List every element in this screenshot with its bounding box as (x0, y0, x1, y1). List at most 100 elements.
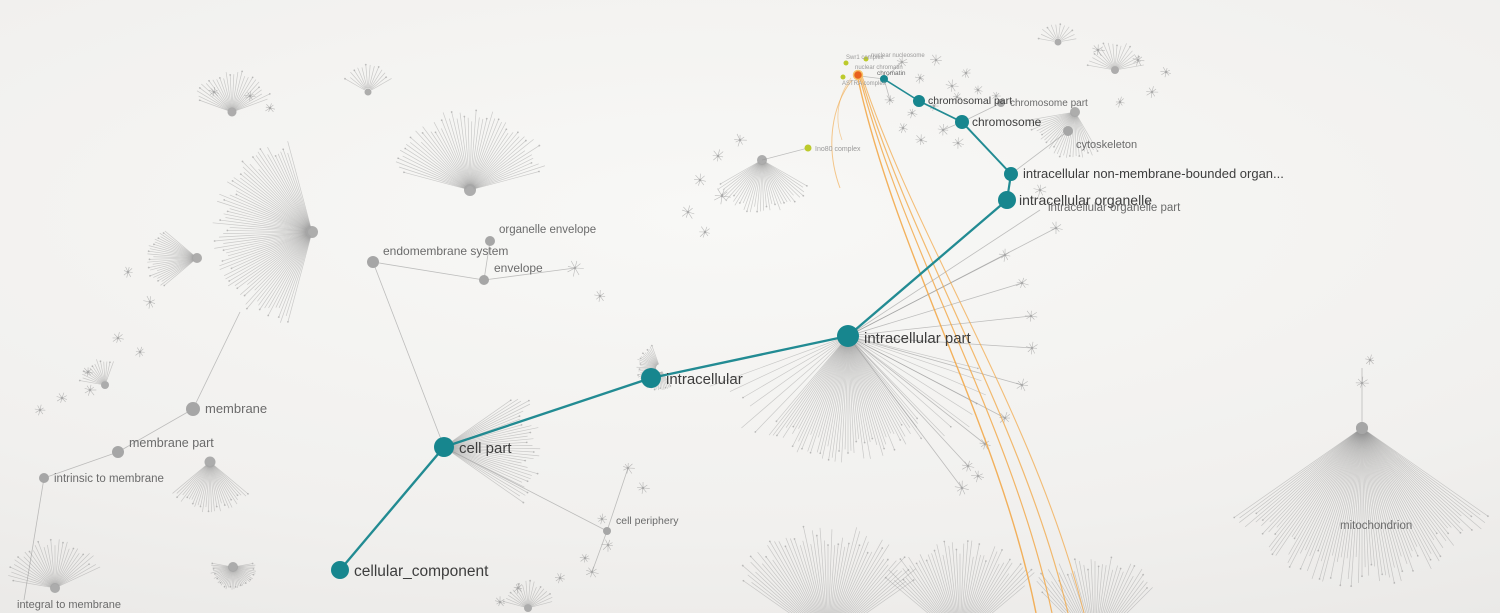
label-non_membrane_bounded[interactable]: intracellular non-membrane-bounded organ… (1023, 166, 1284, 181)
cluster-hub-node[interactable] (228, 562, 238, 572)
cluster-hub-node[interactable] (227, 107, 237, 117)
starburst-node (734, 133, 747, 147)
starburst-node (898, 123, 908, 134)
starburst-node (84, 384, 97, 396)
node-organelle_envelope[interactable] (485, 236, 495, 246)
cluster-hub-node[interactable] (306, 226, 318, 238)
starburst-node (952, 137, 964, 149)
starburst-node (915, 134, 928, 145)
label-envelope[interactable]: envelope (494, 261, 543, 275)
node-envelope[interactable] (479, 275, 489, 285)
starburst-node (83, 367, 93, 377)
cluster-hub-node[interactable] (1111, 66, 1119, 74)
edge-gray (847, 209, 1041, 337)
cluster-hub-node[interactable] (101, 381, 109, 389)
node-ino80_complex[interactable] (804, 144, 812, 152)
cluster-hub-node[interactable] (50, 583, 60, 593)
node-membrane[interactable] (186, 402, 200, 416)
node-endomembrane_system[interactable] (367, 256, 379, 268)
starburst-node (265, 103, 276, 112)
label-cell_part[interactable]: cell part (459, 440, 512, 457)
fan-cluster (212, 141, 318, 323)
label-intracellular_organelle[interactable]: intracellular organelle (1019, 192, 1152, 208)
orange-edge (861, 75, 1085, 613)
starburst-node (971, 470, 985, 483)
orange-edge (860, 76, 1069, 613)
label-free-3: nuclear nucleosome (871, 53, 925, 59)
label-mitochondrion_hub[interactable]: mitochondrion (1340, 520, 1412, 532)
fan-cluster (1086, 42, 1144, 74)
node-chromatin_hub[interactable] (880, 75, 888, 83)
label-intrinsic_to_membrane[interactable]: intrinsic to membrane (54, 473, 164, 485)
starburst-node (1092, 44, 1105, 57)
node-cell_part[interactable] (434, 437, 454, 457)
label-membrane[interactable]: membrane (205, 401, 267, 416)
node-chromosomal_part[interactable] (913, 95, 925, 107)
node-cytoskeleton[interactable] (1063, 126, 1073, 136)
label-intracellular_part[interactable]: intracellular part (864, 330, 972, 347)
edge-path-cell_part--intracellular (443, 376, 652, 449)
starburst-node (1355, 376, 1369, 388)
node-orange_hub[interactable] (852, 69, 864, 81)
node-cell_periphery[interactable] (603, 527, 611, 535)
fan-cluster (395, 109, 546, 196)
node-membrane_part[interactable] (112, 446, 124, 458)
starburst-node (952, 92, 962, 102)
label-chromosomal_part[interactable]: chromosomal part (928, 95, 1012, 107)
node-intrinsic_to_membrane[interactable] (39, 473, 49, 483)
label-membrane_part[interactable]: membrane part (129, 436, 214, 450)
node-non_membrane_bounded[interactable] (1004, 167, 1018, 181)
node-intracellular_organelle[interactable] (998, 191, 1016, 209)
starburst-node (979, 437, 991, 450)
starburst-node (34, 404, 46, 416)
fan-cluster (1027, 107, 1099, 158)
starburst-node (1050, 221, 1063, 235)
starburst-node (694, 173, 706, 186)
label-organelle_envelope[interactable]: organelle envelope (499, 224, 596, 236)
cluster-hub-node[interactable] (1070, 107, 1080, 117)
cluster-hub-node[interactable] (204, 456, 216, 468)
cluster-hub-node[interactable] (364, 88, 372, 96)
edge-gray (847, 335, 1006, 419)
edge-gray (192, 311, 241, 410)
node-chromosome_part[interactable] (997, 99, 1005, 107)
cluster-hub-node[interactable] (1054, 38, 1062, 46)
node-green_node_2[interactable] (863, 56, 869, 62)
label-cytoskeleton[interactable]: cytoskeleton (1076, 139, 1137, 151)
edge-gray (859, 75, 885, 80)
node-intracellular_part[interactable] (837, 325, 859, 347)
edge-path-chromosome--chromosomal_part (918, 100, 963, 123)
fan-cluster (709, 337, 846, 433)
cluster-hub-node[interactable] (524, 604, 532, 612)
label-chromosome_part[interactable]: chromosome part (1010, 98, 1088, 109)
label-chromosome[interactable]: chromosome (972, 115, 1042, 129)
orange-edge (831, 79, 853, 189)
node-intracellular[interactable] (641, 368, 661, 388)
edge-gray (883, 61, 903, 80)
starburst-node (597, 513, 607, 525)
edge-gray (372, 261, 445, 448)
node-cellular_component[interactable] (331, 561, 349, 579)
node-green_node_3[interactable] (840, 74, 846, 80)
label-free-1: integral to membrane (17, 599, 121, 611)
edge-gray (43, 451, 119, 479)
starburst-node (930, 54, 942, 66)
orange-edge (859, 77, 1053, 613)
cluster-hub-node[interactable] (464, 184, 476, 196)
node-green_node_1[interactable] (843, 60, 849, 66)
label-cellular_component[interactable]: cellular_component (354, 563, 489, 580)
label-cell_periphery[interactable]: cell periphery (616, 515, 679, 527)
label-ino80_complex[interactable]: Ino80 complex (815, 146, 861, 153)
starburst-node (554, 572, 565, 584)
fan-cluster (172, 456, 249, 513)
starburst-node (884, 95, 895, 105)
node-mitochondrion_hub[interactable] (1356, 422, 1368, 434)
cluster-hub-node[interactable] (192, 253, 202, 263)
fan-cluster (147, 230, 202, 287)
label-intracellular[interactable]: intracellular (666, 371, 743, 388)
label-endomembrane_system[interactable]: endomembrane system (383, 244, 508, 258)
starburst-node (594, 290, 606, 302)
node-chromosome[interactable] (955, 115, 969, 129)
